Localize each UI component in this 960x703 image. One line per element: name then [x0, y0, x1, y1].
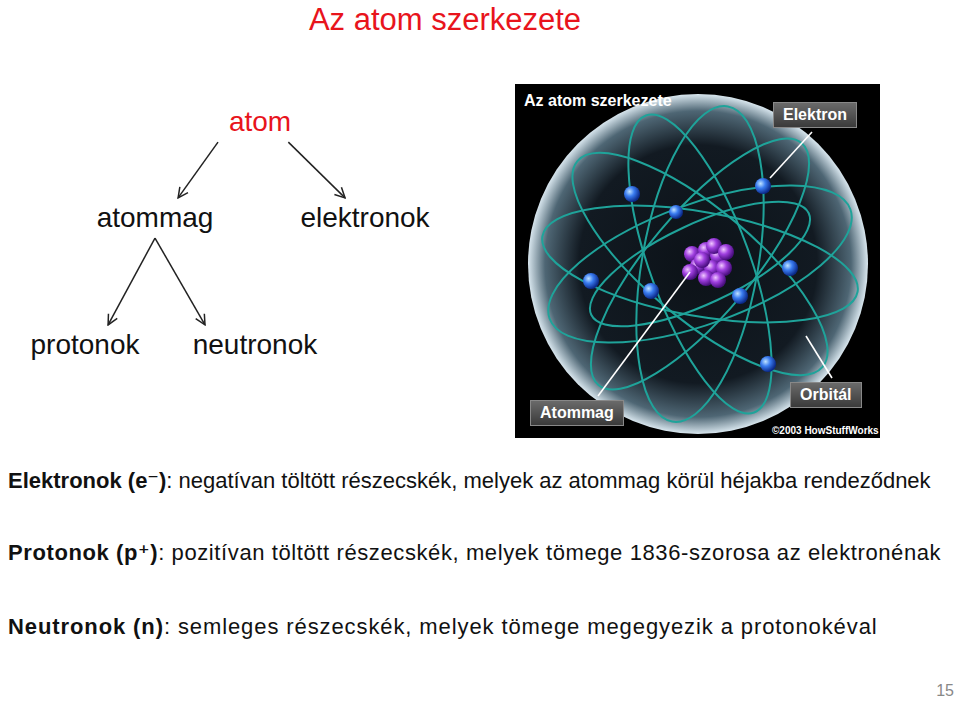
node-text: atommag: [97, 202, 214, 234]
orbits: [529, 96, 871, 431]
term: Protonok (p⁺): [8, 540, 158, 565]
slide-title: Az atom szerkezete: [309, 2, 581, 38]
orbit: [559, 110, 842, 419]
definition-paragraph: Protonok (p⁺): pozitívan töltött részecs…: [8, 538, 943, 568]
image-heading: Az atom szerkezete: [524, 92, 672, 110]
orbit: [529, 153, 871, 375]
tree-node: neutronok: [187, 327, 324, 363]
electron: [782, 260, 798, 276]
node-text: elektronok: [300, 202, 429, 234]
tree-arrow: [178, 142, 218, 198]
leader-line: [598, 272, 690, 396]
image-ground: [515, 84, 880, 438]
tree-node: protonok: [25, 327, 146, 363]
tree-arrow: [155, 238, 205, 325]
part-label: Atommag: [530, 400, 624, 426]
orbit: [542, 119, 858, 409]
definition: : pozitívan töltött részecskék, melyek t…: [158, 540, 941, 565]
definition-paragraph: Neutronok (n): semleges részecskék, mely…: [8, 612, 943, 642]
term: Elektronok (e⁻): [8, 468, 166, 493]
copyright-note: ©2003 HowStuffWorks: [772, 425, 879, 436]
definition-paragraph: Elektronok (e⁻): negatívan töltött része…: [8, 466, 943, 496]
part-label: Orbitál: [790, 382, 862, 408]
tree-node: atom: [223, 104, 297, 140]
electron: [583, 273, 599, 289]
orbit: [574, 177, 825, 351]
tree-arrow: [288, 142, 345, 198]
leader-lines: [598, 132, 832, 396]
node-text: atom: [229, 106, 291, 138]
tree-arrow: [108, 238, 155, 325]
electron: [732, 288, 748, 304]
electrons: [583, 178, 798, 372]
node-text: protonok: [31, 329, 140, 361]
definition: : negatívan töltött részecskék, melyek a…: [166, 468, 930, 493]
electron: [669, 205, 683, 219]
electron: [760, 356, 776, 372]
page-number: 15: [936, 682, 954, 700]
leader-line: [806, 336, 832, 378]
leader-line: [770, 132, 812, 178]
electron: [755, 178, 771, 194]
tree-node: atommag: [91, 200, 220, 236]
node-text: neutronok: [193, 329, 318, 361]
term: Neutronok (n): [8, 614, 164, 639]
electron: [624, 186, 640, 202]
part-label: Elektron: [773, 102, 857, 128]
definition: : semleges részecskék, melyek tömege meg…: [164, 614, 878, 639]
tree-node: elektronok: [294, 200, 435, 236]
orbit: [599, 98, 801, 429]
connectors: [108, 142, 345, 325]
nucleus: [682, 238, 734, 288]
electron: [643, 283, 659, 299]
nucleon: [694, 252, 710, 268]
nucleon: [710, 272, 726, 288]
orbit: [533, 185, 866, 343]
nucleon: [718, 244, 734, 260]
